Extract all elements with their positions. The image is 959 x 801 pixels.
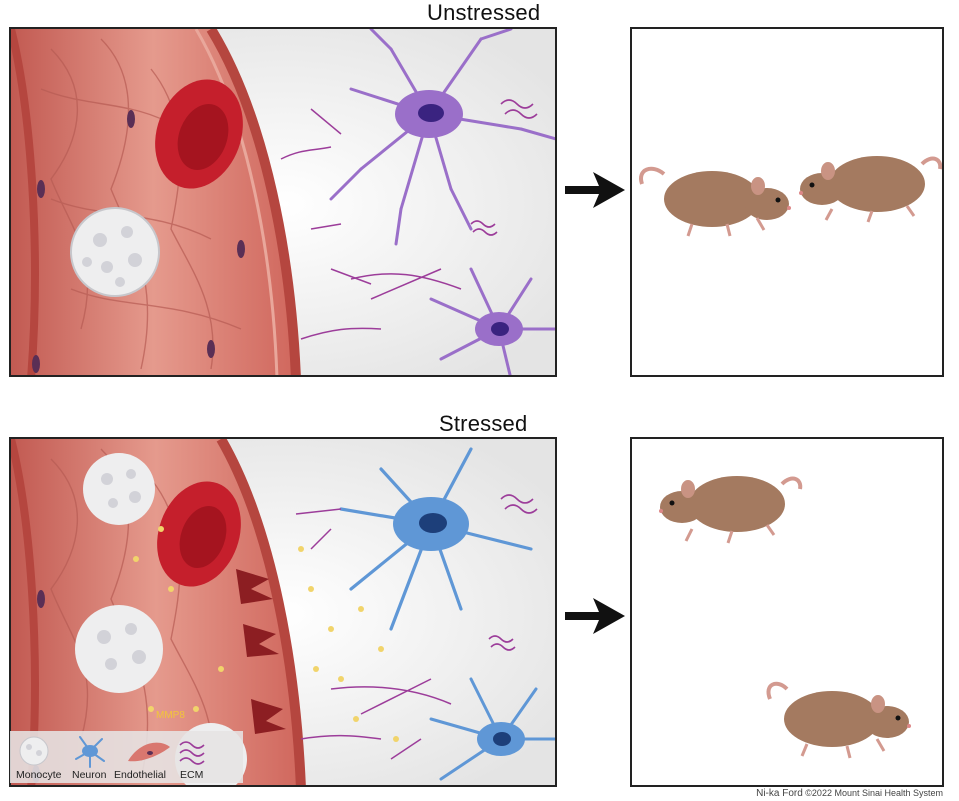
ecm-fibers: [280, 108, 462, 340]
neuron-unstressed-2: [429, 267, 555, 375]
credit-copyright: ©2022 Mount Sinai Health System: [805, 788, 943, 798]
mouse-icon: [639, 166, 791, 237]
stressed-mice-panel: [630, 437, 944, 787]
mouse-icon: [659, 476, 803, 544]
legend-monocyte-label: Monocyte: [16, 769, 62, 781]
legend-icons: [19, 736, 205, 768]
right-arrow-icon: [565, 172, 625, 208]
vessel-breach: [236, 569, 286, 734]
monocyte: [75, 605, 163, 693]
unstressed-vessel-illustration: [9, 27, 557, 377]
mouse-icon: [766, 681, 911, 759]
monocyte: [70, 207, 160, 297]
mouse-icon: [799, 156, 942, 223]
neuron-unstressed: [329, 29, 555, 246]
neuron-stressed-2: [429, 677, 555, 781]
title-unstressed: Unstressed: [427, 0, 541, 25]
credit-author: Ni-ka Ford: [756, 788, 803, 799]
legend-endothelial-label: Endothelial: [114, 769, 166, 781]
credit-line: Ni-ka Ford ©2022 Mount Sinai Health Syst…: [756, 788, 943, 799]
ecm-icon: [179, 741, 205, 765]
unstressed-vessel-svg: [11, 29, 555, 375]
neuron-icon: [75, 736, 105, 768]
mmp8-particles: [133, 526, 399, 742]
legend-neuron-label: Neuron: [72, 769, 107, 781]
stressed-vessel-illustration: MMP8: [9, 437, 557, 787]
title-stressed: Stressed: [439, 411, 528, 436]
neuron-stressed: [339, 447, 533, 631]
monocyte-icon: [19, 736, 49, 766]
monocyte: [83, 453, 155, 525]
stressed-vessel-svg: [11, 439, 555, 785]
stressed-mice-svg: [659, 476, 911, 759]
endothelial-icon: [128, 742, 170, 762]
right-arrow-icon: [565, 598, 625, 634]
unstressed-mice-svg: [639, 156, 942, 237]
legend-ecm-label: ECM: [180, 769, 204, 781]
ecm-fibers: [295, 508, 452, 760]
mmp8-label: MMP8: [156, 710, 185, 721]
legend: Monocyte Neuron Endothelial ECM: [10, 731, 243, 783]
unstressed-mice-panel: [630, 27, 944, 377]
